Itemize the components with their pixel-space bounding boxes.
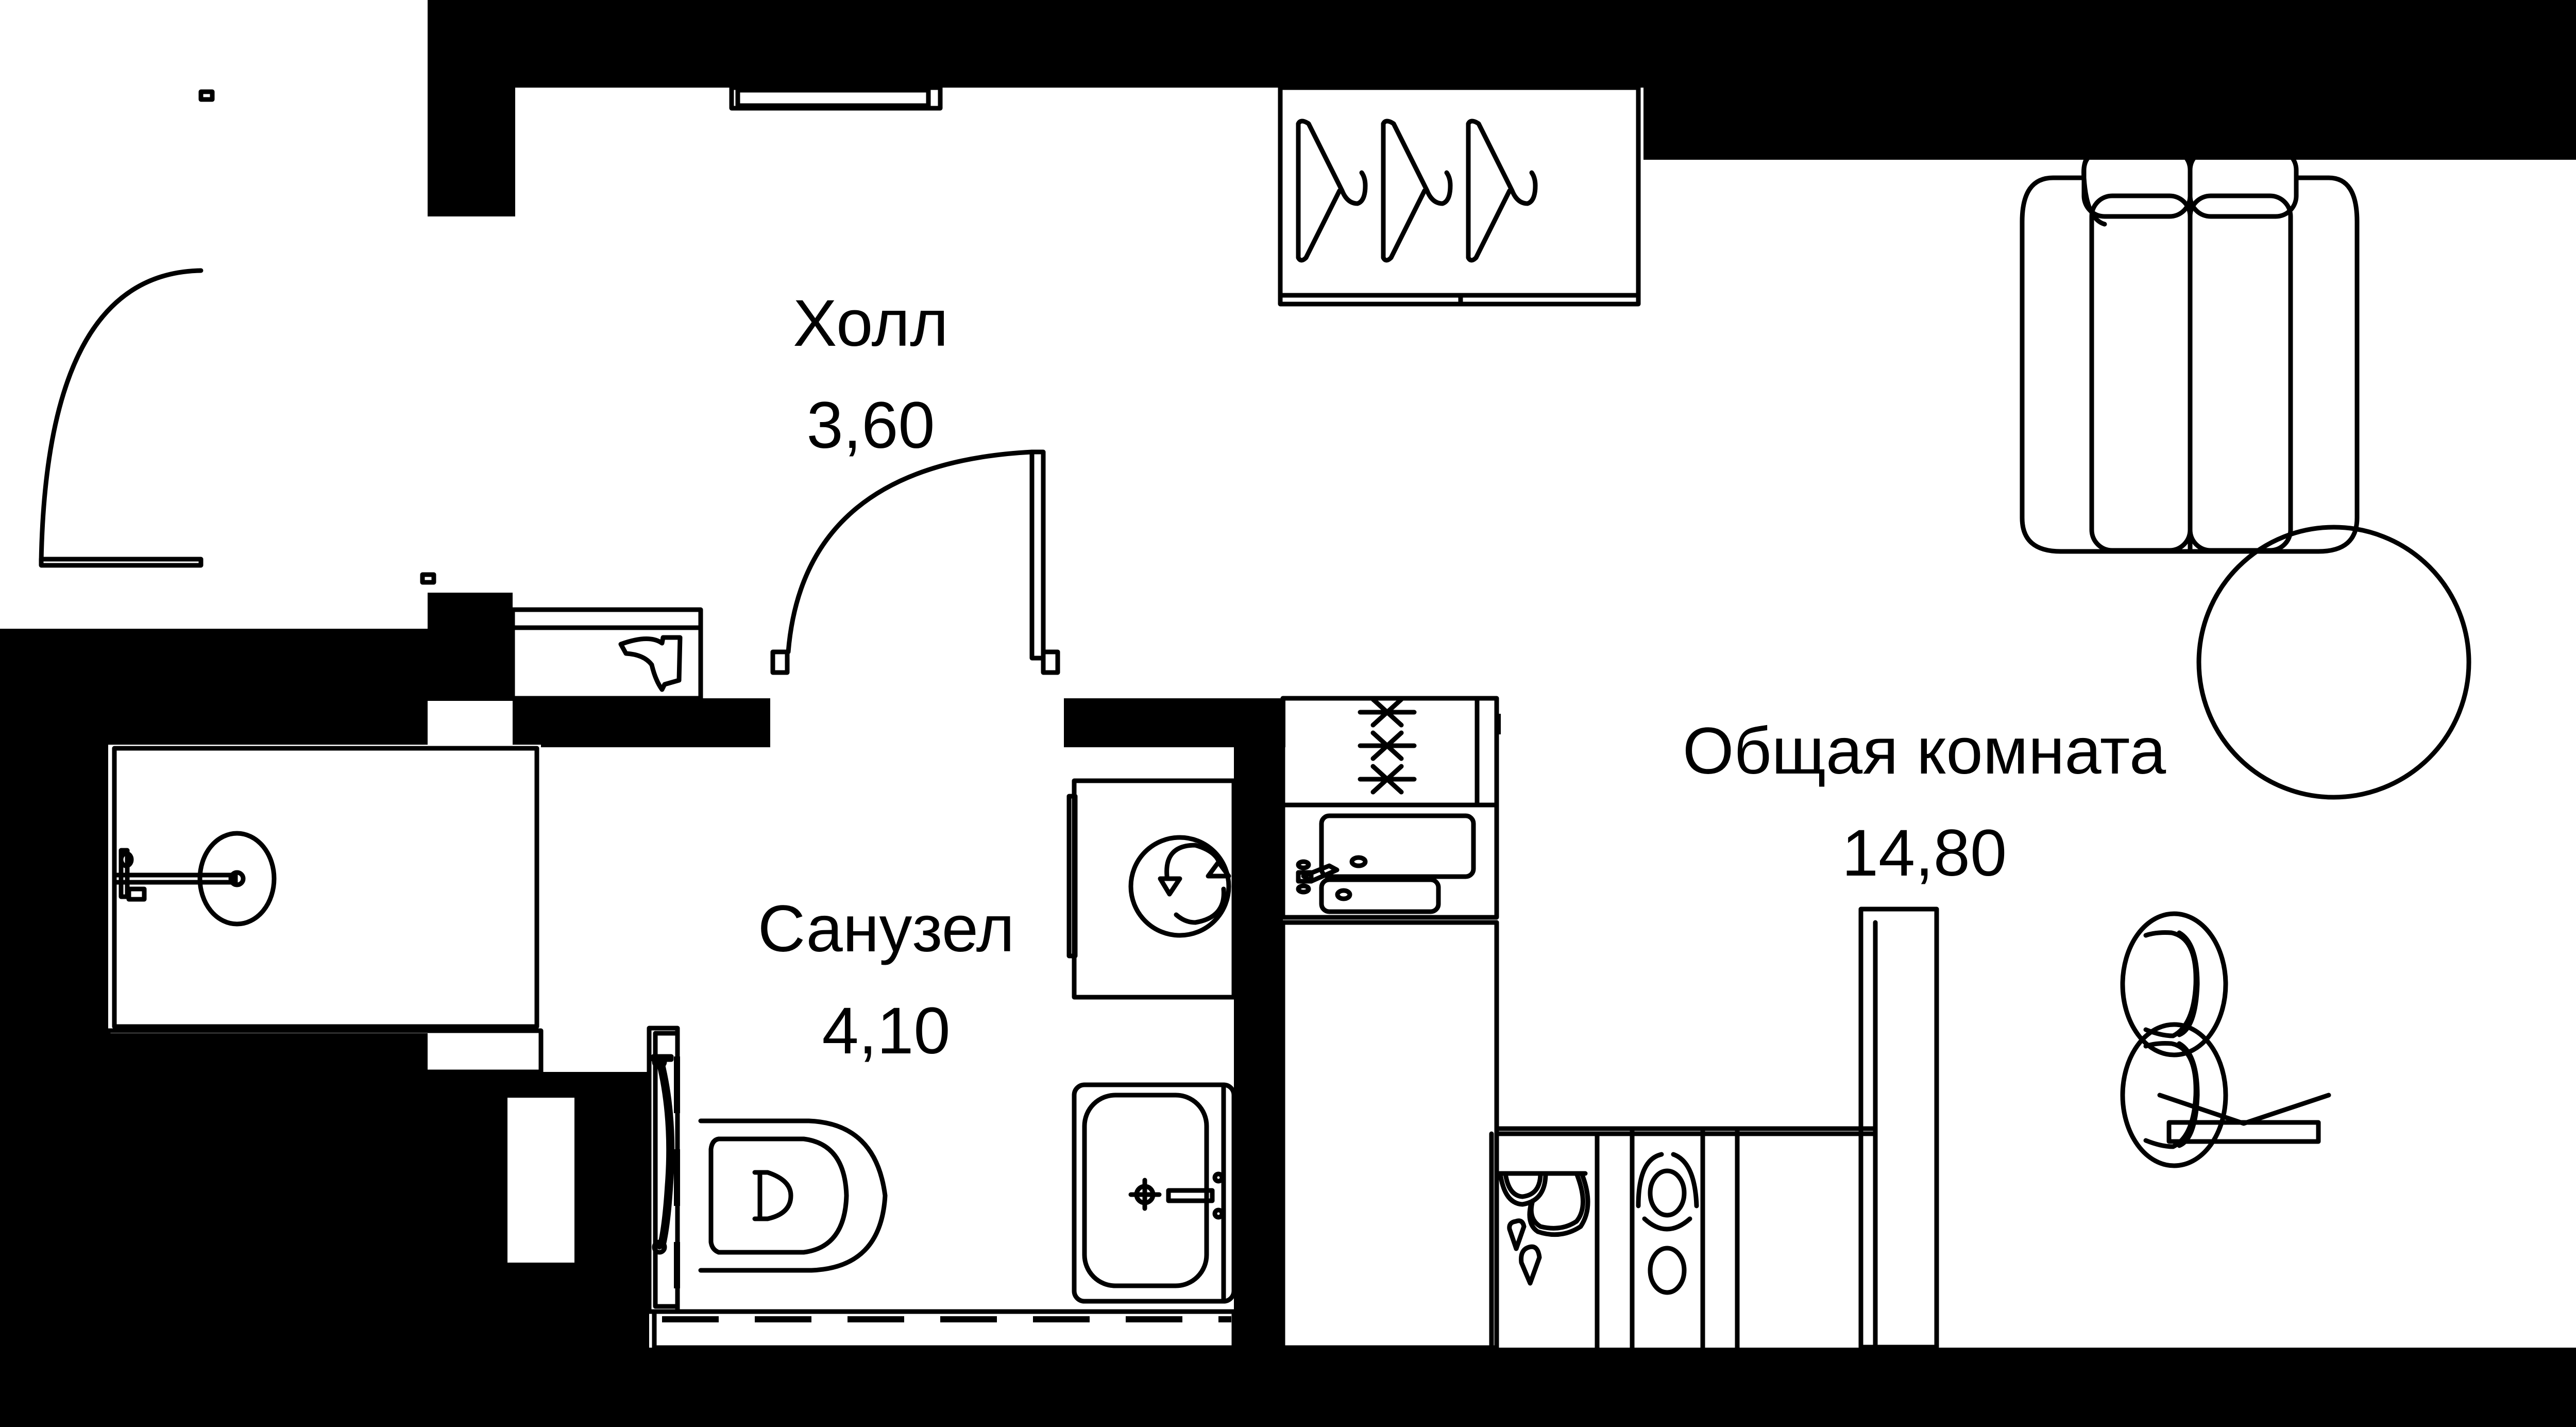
kitchen-sink — [1280, 813, 1499, 925]
bath-threshold — [652, 1309, 1236, 1350]
oven — [1636, 1152, 1699, 1295]
chair[interactable] — [2120, 911, 2228, 1057]
burner-icon — [1358, 730, 1417, 761]
sofa[interactable] — [2020, 147, 2360, 554]
tv-stand — [2157, 1093, 2331, 1144]
entrance-door[interactable] — [39, 89, 436, 585]
burner-icon — [1358, 697, 1417, 728]
room-name: Холл — [793, 287, 948, 360]
shoe-shelf — [510, 607, 703, 701]
chair[interactable] — [2120, 1022, 2228, 1168]
hanger-icon — [1381, 119, 1453, 263]
room-label-living: Общая комната 14,80 — [1683, 709, 2166, 897]
lower-cabinets — [1280, 920, 1878, 1350]
dining-table[interactable] — [1858, 906, 1939, 1350]
shower-enclosure — [106, 745, 544, 1075]
bathroom-door[interactable] — [770, 449, 1060, 675]
hob — [1280, 696, 1501, 920]
room-name: Санузел — [757, 892, 1015, 966]
room-name: Общая комната — [1682, 714, 2166, 788]
towel-rail — [651, 1054, 680, 1288]
room-area: 14,80 — [1841, 816, 2007, 891]
burner-icon — [1358, 764, 1417, 795]
hanger-icon — [1296, 119, 1368, 263]
dishwasher — [1497, 1171, 1590, 1286]
hanger-icon — [1466, 119, 1538, 263]
room-label-hall: Холл 3,60 — [793, 281, 948, 469]
washbasin — [1072, 1082, 1236, 1304]
washing-machine — [1066, 778, 1236, 1000]
room-area: 3,60 — [806, 389, 935, 463]
room-area: 4,10 — [822, 994, 951, 1068]
room-label-bathroom: Санузел 4,10 — [758, 886, 1015, 1075]
hall-closet — [1278, 85, 1641, 307]
hall-radiator — [729, 85, 943, 111]
niche — [507, 1098, 574, 1263]
round-table[interactable] — [2196, 525, 2471, 800]
